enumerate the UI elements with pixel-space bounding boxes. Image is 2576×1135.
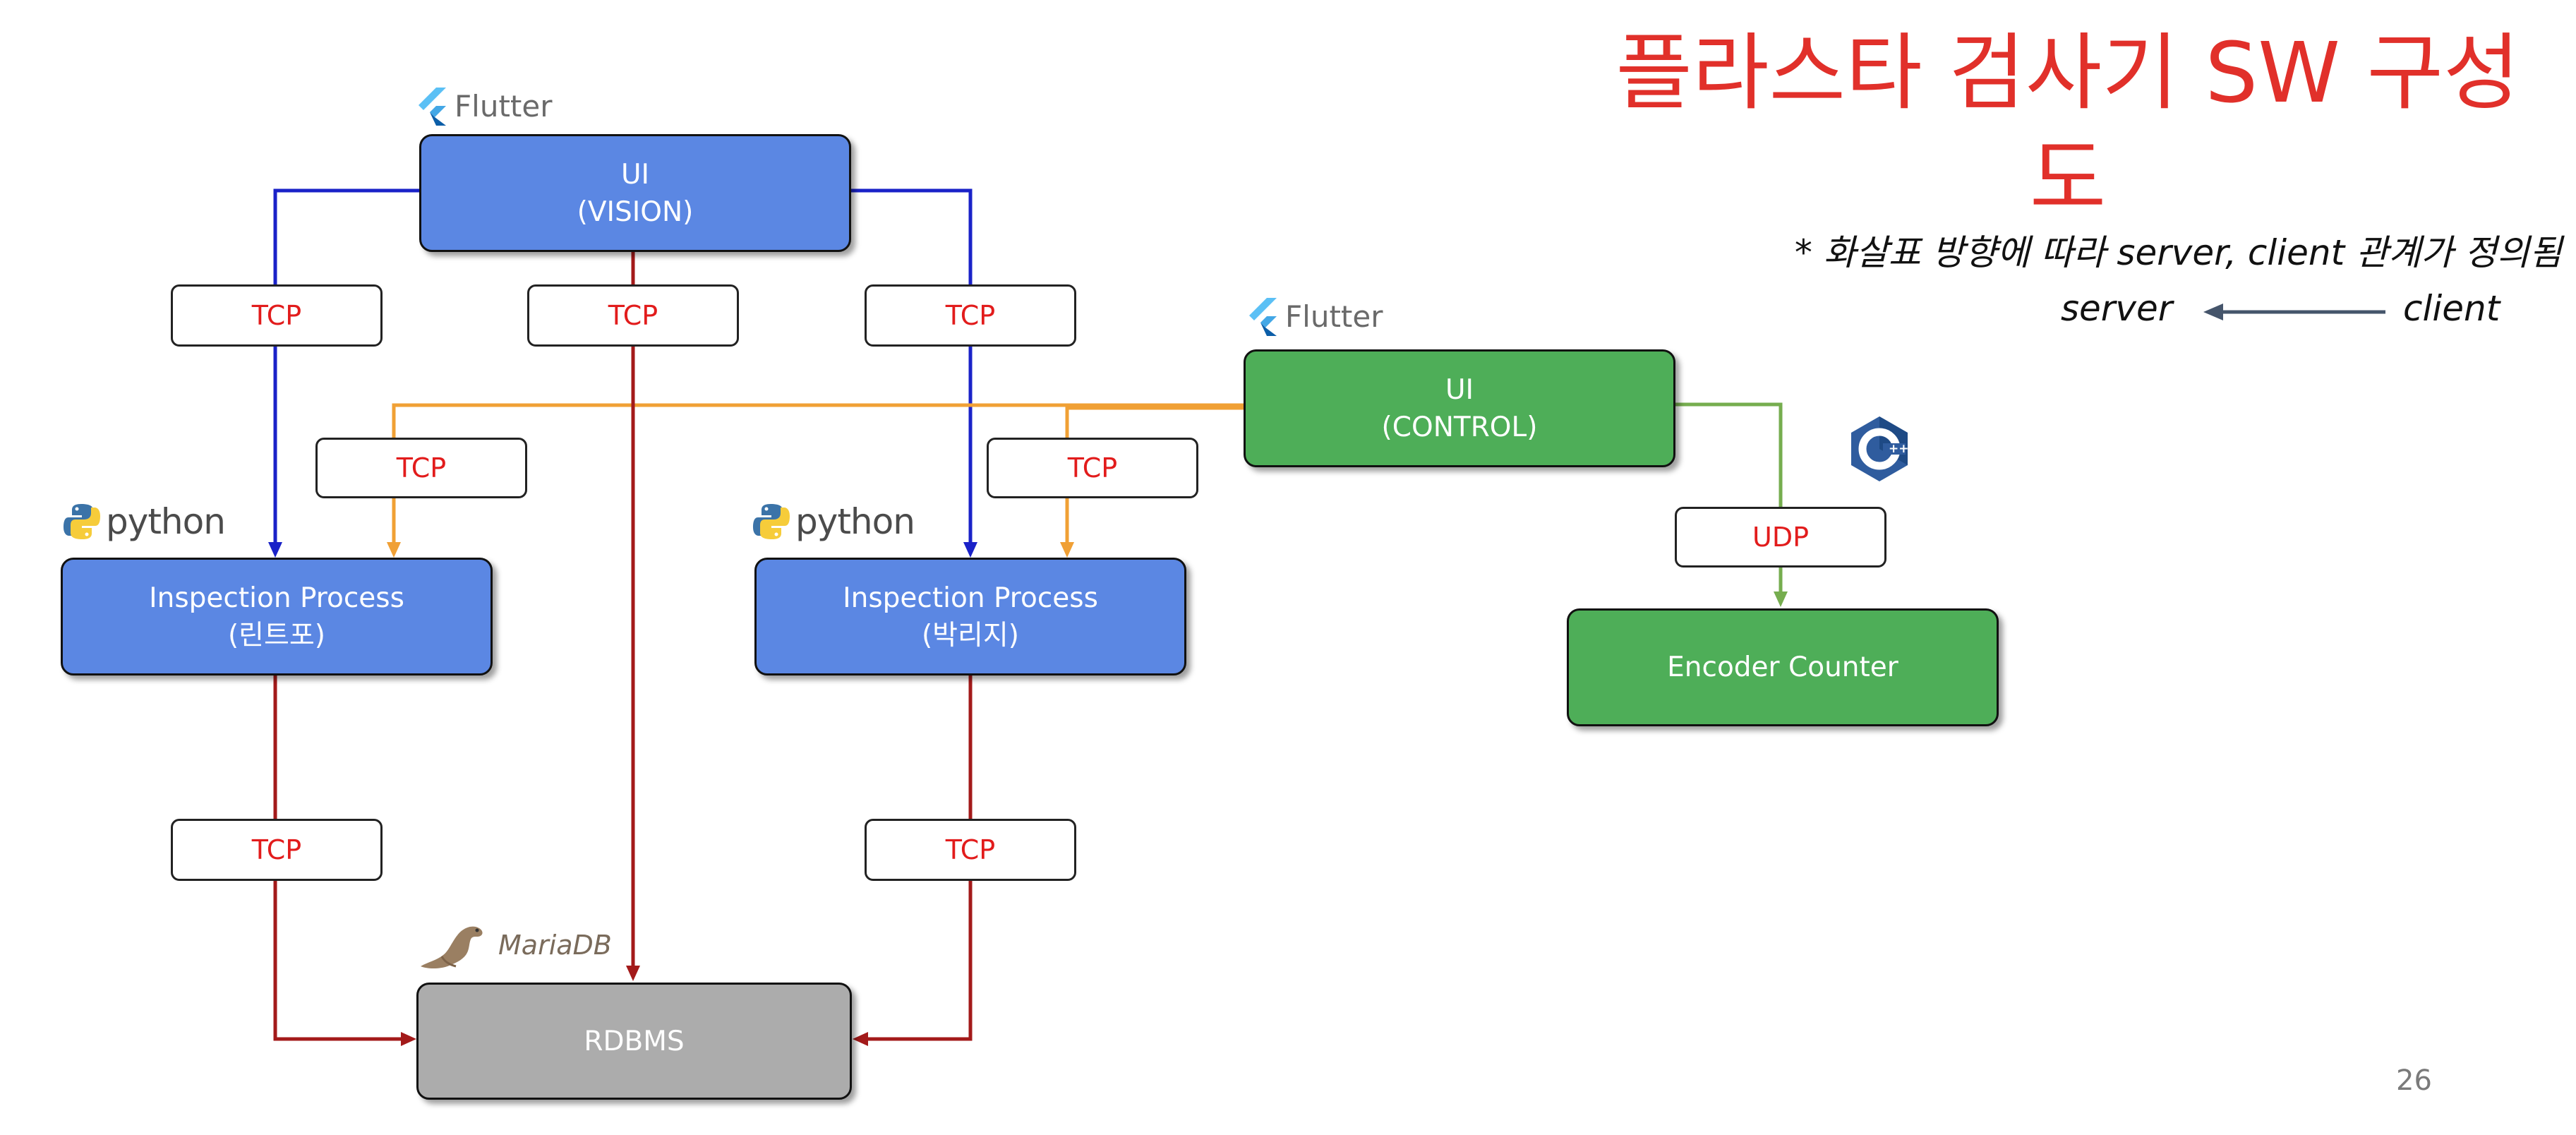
ui-control-title: UI (1445, 373, 1474, 406)
vision-left-line (273, 188, 419, 544)
tcp-tag-left-db: TCP (171, 819, 383, 881)
cpp-icon: ++ (1851, 416, 1909, 481)
control-left-arrowhead (387, 542, 401, 558)
legend-client-label: client (2403, 288, 2500, 329)
python-logo-text: python (795, 501, 915, 542)
inspection-left-title: Inspection Process (149, 582, 404, 614)
python-logo-right: python (752, 501, 915, 542)
tcp-tag-vision-db: TCP (527, 284, 739, 347)
udp-tag-control-encoder: UDP (1675, 507, 1886, 568)
ui-control-box: UI (CONTROL) (1244, 349, 1675, 467)
tcp-tag-control-right: TCP (987, 438, 1198, 498)
flutter-icon (1249, 298, 1277, 336)
inspection-process-left-box: Inspection Process (린트포) (61, 558, 493, 675)
page-title: 플라스타 검사기 SW 구성도 (1615, 24, 2520, 227)
flutter-logo-vision: Flutter (415, 86, 553, 126)
inspection-right-subtitle: (박리지) (921, 619, 1020, 651)
python-logo-text: python (106, 501, 226, 542)
inspection-right-title: Inspection Process (843, 582, 1098, 614)
inspection-process-right-box: Inspection Process (박리지) (754, 558, 1186, 675)
udp-arrowhead (1774, 591, 1788, 607)
encoder-counter-box: Encoder Counter (1567, 608, 1999, 726)
vision-left-arrowhead (268, 542, 282, 558)
tcp-tag-vision-left: TCP (171, 284, 383, 347)
vision-right-arrowhead (963, 542, 977, 558)
vision-db-arrowhead (626, 966, 640, 981)
flutter-logo-text: Flutter (1285, 299, 1383, 334)
tcp-tag-vision-right: TCP (865, 284, 1076, 347)
mariadb-seal-icon (421, 926, 483, 968)
python-logo-left: python (62, 501, 226, 542)
flutter-logo-control: Flutter (1246, 296, 1383, 336)
flutter-icon (419, 88, 446, 126)
mariadb-logo: MariaDB (416, 920, 612, 971)
cpp-logo: ++ (1849, 415, 1910, 483)
ui-vision-subtitle: (VISION) (577, 196, 694, 228)
legend-server-label: server (2061, 288, 2173, 329)
legend-arrowhead (2203, 304, 2223, 320)
svg-text:++: ++ (1889, 442, 1909, 456)
ui-vision-title: UI (620, 158, 650, 191)
inspection-left-subtitle: (린트포) (227, 619, 326, 651)
legend-note: * 화살표 방향에 따라 server, client 관계가 정의됨 (1794, 232, 2562, 273)
rdbms-title: RDBMS (584, 1025, 685, 1057)
ui-control-subtitle: (CONTROL) (1381, 411, 1538, 443)
tcp-tag-right-db: TCP (865, 819, 1076, 881)
ui-vision-box: UI (VISION) (419, 134, 851, 252)
left-db-arrowhead (401, 1032, 416, 1046)
rdbms-box: RDBMS (416, 983, 852, 1100)
python-icon (753, 504, 790, 539)
encoder-counter-title: Encoder Counter (1667, 651, 1898, 683)
page-number: 26 (2396, 1064, 2432, 1097)
control-right-arrowhead (1060, 542, 1074, 558)
flutter-logo-text: Flutter (455, 88, 553, 124)
python-icon (64, 504, 100, 539)
right-db-line (867, 674, 973, 1041)
vision-right-line (851, 188, 973, 544)
right-db-arrowhead (853, 1032, 868, 1046)
control-right-line (1065, 406, 1244, 544)
tcp-tag-control-left: TCP (315, 438, 527, 498)
left-db-line (273, 674, 402, 1041)
mariadb-logo-text: MariaDB (498, 930, 612, 961)
